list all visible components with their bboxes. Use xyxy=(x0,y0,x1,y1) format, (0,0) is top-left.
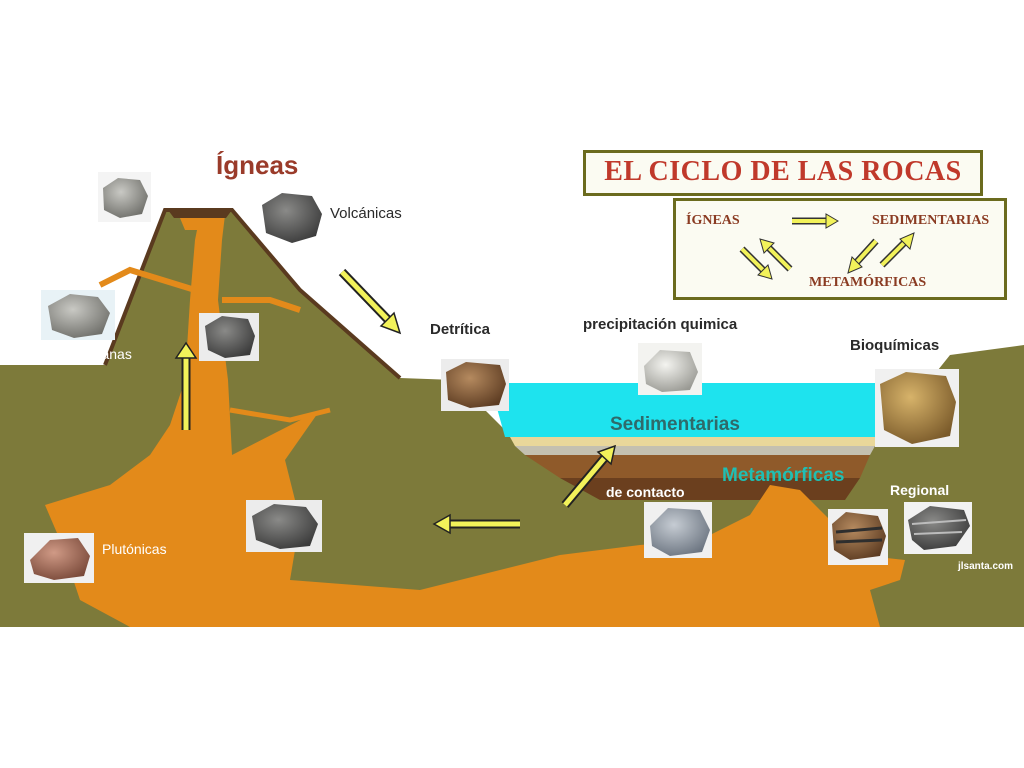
label-detritica: Detrítica xyxy=(430,321,491,338)
magma-dike-left xyxy=(98,266,196,293)
detrital-rock-icon xyxy=(441,359,509,411)
sediment-layer-2 xyxy=(515,446,875,455)
contact-metamorphic-rock-icon xyxy=(644,502,712,558)
cycle-arrow-sedimentarias-metamorficas-1 xyxy=(847,238,879,274)
magma-dike-right xyxy=(222,297,301,313)
label-plutonicas: Plutónicas xyxy=(102,541,167,557)
cycle-arrow-sedimentarias-metamorficas-2 xyxy=(879,232,915,268)
arrow-volcanic-to-detrital xyxy=(338,268,402,335)
label-volcanicas: Volcánicas xyxy=(330,205,402,222)
sediment-layer-1 xyxy=(510,437,880,446)
regional-metamorphic-rock-icon xyxy=(828,509,888,565)
filonian-rock-icon xyxy=(41,290,115,340)
label-filonianas: Filonianas xyxy=(68,346,132,362)
magma-vent-fill xyxy=(180,218,220,230)
arrow-metamorphic-to-plutonic xyxy=(432,513,520,535)
volcanic-rock-icon xyxy=(262,193,322,243)
schist-rock-icon xyxy=(904,502,972,554)
arrow-plutonic-to-filonian xyxy=(174,341,198,430)
cycle-sedimentarias-label: SEDIMENTARIAS xyxy=(872,213,990,228)
cycle-metamorficas-label: METAMÓRFICAS xyxy=(809,275,927,290)
cycle-arrow-igneas-metamorficas-2 xyxy=(759,238,793,272)
label-precipitacion-quimica: precipitación quimica xyxy=(583,316,738,333)
arrow-sedimentary-to-contact xyxy=(561,444,617,508)
biochemical-rock-icon xyxy=(875,369,959,447)
label-bioquimicas: Bioquímicas xyxy=(850,337,940,354)
label-igneas: Ígneas xyxy=(216,150,299,180)
magma-dike-lower xyxy=(229,407,331,423)
cycle-arrow-igneas-sedimentarias xyxy=(792,213,839,229)
cycle-summary-box: ÍGNEAS SEDIMENTARIAS METAMÓRFICAS xyxy=(673,198,1007,300)
title-box: EL CICLO DE LAS ROCAS xyxy=(583,150,983,196)
diagram-title: EL CICLO DE LAS ROCAS xyxy=(604,156,962,187)
granite-rock-icon xyxy=(246,500,322,552)
label-de-contacto: de contacto xyxy=(606,484,685,500)
chemical-precipitate-rock-icon xyxy=(638,343,702,395)
plutonic-rock-icon xyxy=(24,533,94,583)
label-metamorficas: Metamórficas xyxy=(722,465,845,486)
magma-vent xyxy=(168,210,232,218)
cycle-arrows xyxy=(739,213,915,280)
pumice-rock-icon xyxy=(98,172,151,222)
dike-rock-icon xyxy=(199,313,259,361)
sea xyxy=(490,383,880,437)
label-sedimentarias: Sedimentarias xyxy=(610,414,740,435)
label-regional: Regional xyxy=(890,482,950,498)
cycle-igneas-label: ÍGNEAS xyxy=(686,213,740,228)
credit-text: jlsanta.com xyxy=(958,561,1014,572)
cycle-arrow-igneas-metamorficas-1 xyxy=(739,246,773,280)
